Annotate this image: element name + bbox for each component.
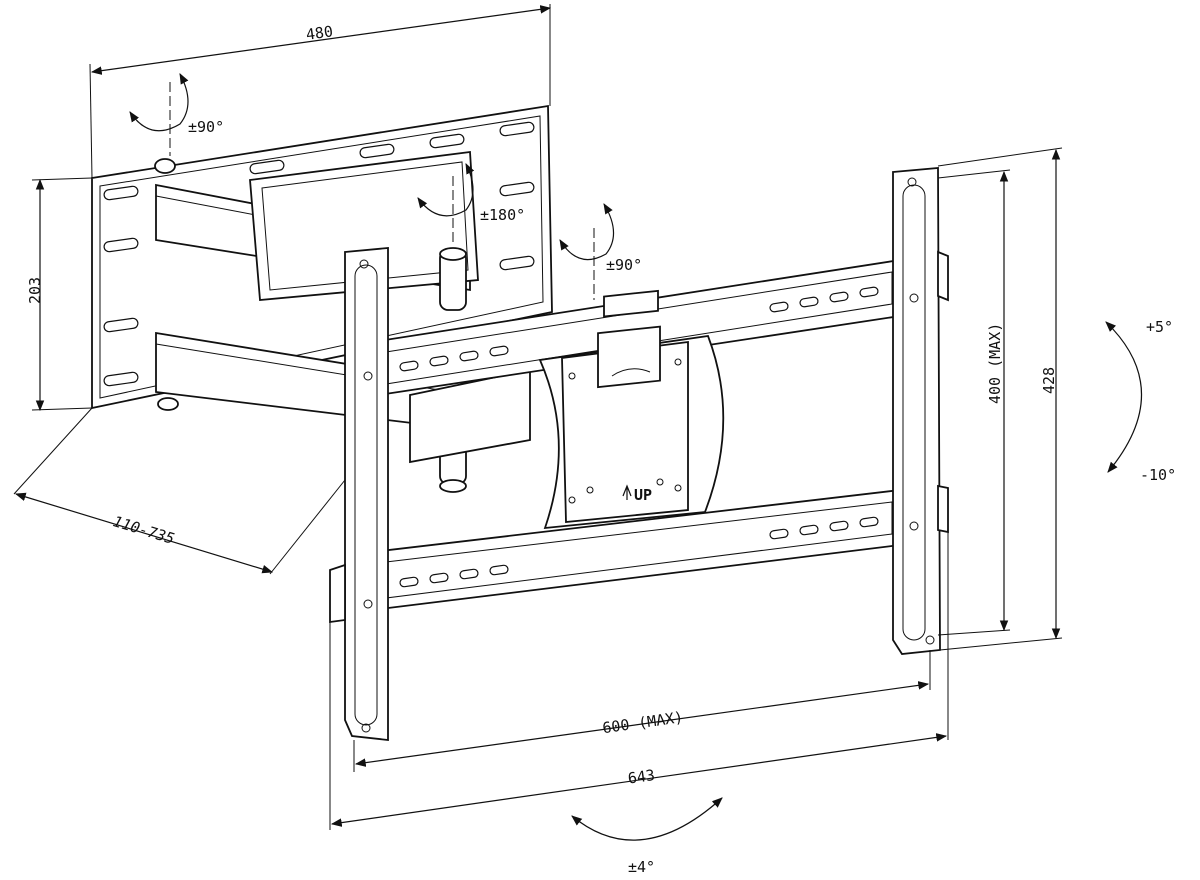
rotation-wall-swivel: ±90° bbox=[129, 73, 224, 156]
wall-plate-width-label: 480 bbox=[305, 22, 334, 44]
dim-extension: 110-735 bbox=[13, 407, 346, 575]
wall-swivel-label: ±90° bbox=[188, 118, 224, 136]
vesa-width-label: 600 (MAX) bbox=[601, 708, 684, 737]
bracket-swivel-label: ±90° bbox=[606, 256, 642, 274]
level-adjust-label: ±4° bbox=[628, 858, 655, 876]
wall-plate-slots bbox=[103, 121, 535, 387]
tilt-up-label: +5° bbox=[1146, 318, 1173, 336]
rotation-bracket-swivel: ±90° bbox=[559, 203, 642, 300]
right-vertical-bracket bbox=[892, 167, 949, 655]
dim-overall-height: 428 bbox=[937, 147, 1063, 651]
rotation-tilt: +5° -10° bbox=[1105, 318, 1176, 484]
dim-wall-plate-height: 203 bbox=[26, 177, 93, 412]
vesa-height-label: 400 (MAX) bbox=[986, 323, 1004, 404]
dim-vesa-height: 400 (MAX) bbox=[937, 169, 1011, 636]
extension-label: 110-735 bbox=[111, 512, 177, 548]
horizontal-rails bbox=[371, 258, 901, 612]
arm-swivel-label: ±180° bbox=[480, 206, 525, 224]
up-marker-label: UP bbox=[634, 486, 652, 504]
tilt-down-label: -10° bbox=[1140, 466, 1176, 484]
dim-overall-width: 643 bbox=[329, 532, 949, 830]
overall-width-label: 643 bbox=[627, 766, 656, 788]
tilt-plate: UP bbox=[538, 289, 725, 530]
up-arrow-icon bbox=[622, 484, 632, 500]
wall-plate-height-label: 203 bbox=[26, 277, 44, 304]
left-vertical-bracket bbox=[329, 247, 389, 742]
rotation-arm-swivel: ±180° bbox=[417, 163, 525, 246]
rail-slots bbox=[399, 286, 879, 588]
rotation-level-adjust: ±4° bbox=[571, 797, 723, 876]
overall-height-label: 428 bbox=[1040, 367, 1058, 394]
dim-vesa-width: 600 (MAX) bbox=[353, 650, 931, 772]
dim-wall-plate-width: 480 bbox=[89, 4, 552, 179]
